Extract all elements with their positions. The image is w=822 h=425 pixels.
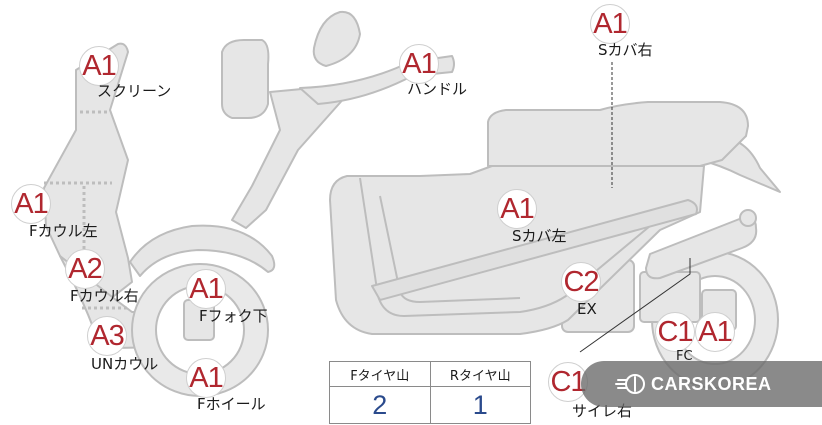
grade-marker-s-cover-r: A1	[590, 4, 630, 44]
grade-label: A1	[593, 7, 627, 40]
grade-marker-fc: C1	[655, 312, 695, 352]
grade-label: A1	[189, 272, 223, 305]
part-label-f-cowl-r: Fカウル右	[70, 287, 139, 305]
grade-marker-un-cowl: A3	[87, 316, 127, 356]
grade-label: A1	[82, 49, 116, 82]
grade-marker-screen: A1	[79, 46, 119, 86]
grade-marker-fc-2: A1	[695, 312, 735, 352]
grade-label: A1	[500, 192, 534, 225]
grade-marker-f-cowl-l: A1	[11, 184, 51, 224]
grade-marker-ex: C2	[561, 262, 601, 302]
grade-label: A1	[189, 361, 223, 394]
rear-tread-header: Rタイヤ山	[429, 361, 531, 387]
tread-header-row: Fタイヤ山 Rタイヤ山	[329, 361, 531, 387]
grade-marker-f-fork-lower: A1	[186, 269, 226, 309]
part-label-fc: FC	[676, 349, 693, 364]
carskorea-logo-icon	[615, 374, 645, 394]
part-label-f-cowl-l: Fカウル左	[29, 222, 98, 240]
part-label-un-cowl: UNカウル	[91, 355, 159, 373]
grade-marker-s-cover-l: A1	[497, 189, 537, 229]
grade-label: A1	[698, 315, 732, 348]
grade-label: C1	[550, 365, 586, 398]
tire-tread-table: Fタイヤ山 Rタイヤ山 2 1	[329, 361, 531, 424]
part-label-s-cover-l: Sカバ左	[512, 227, 567, 245]
grade-label: A3	[90, 319, 124, 352]
front-tread-value: 2	[329, 386, 431, 424]
front-tread-header: Fタイヤ山	[329, 361, 431, 387]
grade-label: C1	[657, 315, 693, 348]
watermark-text: CARSKOREA	[651, 373, 772, 394]
part-label-ex: EX	[577, 300, 597, 318]
part-label-f-wheel: Fホイール	[197, 395, 266, 413]
grade-marker-f-wheel: A1	[186, 358, 226, 398]
grade-label: A1	[402, 47, 436, 80]
carskorea-watermark: CARSKOREA	[581, 361, 822, 407]
rear-tread-value: 1	[429, 386, 531, 424]
tread-value-row: 2 1	[329, 386, 531, 424]
grade-marker-f-cowl-r: A2	[65, 249, 105, 289]
grade-label: A1	[14, 187, 48, 220]
part-label-s-cover-r: Sカバ右	[598, 41, 653, 59]
part-label-screen: スクリーン	[97, 82, 172, 100]
part-label-handle: ハンドル	[407, 80, 468, 98]
grade-label: C2	[563, 265, 599, 298]
grade-marker-handle: A1	[399, 44, 439, 84]
grade-label: A2	[68, 252, 102, 285]
part-label-side-r: サイレ右	[572, 402, 633, 420]
part-label-f-fork-lower: Fフォク下	[199, 307, 268, 325]
